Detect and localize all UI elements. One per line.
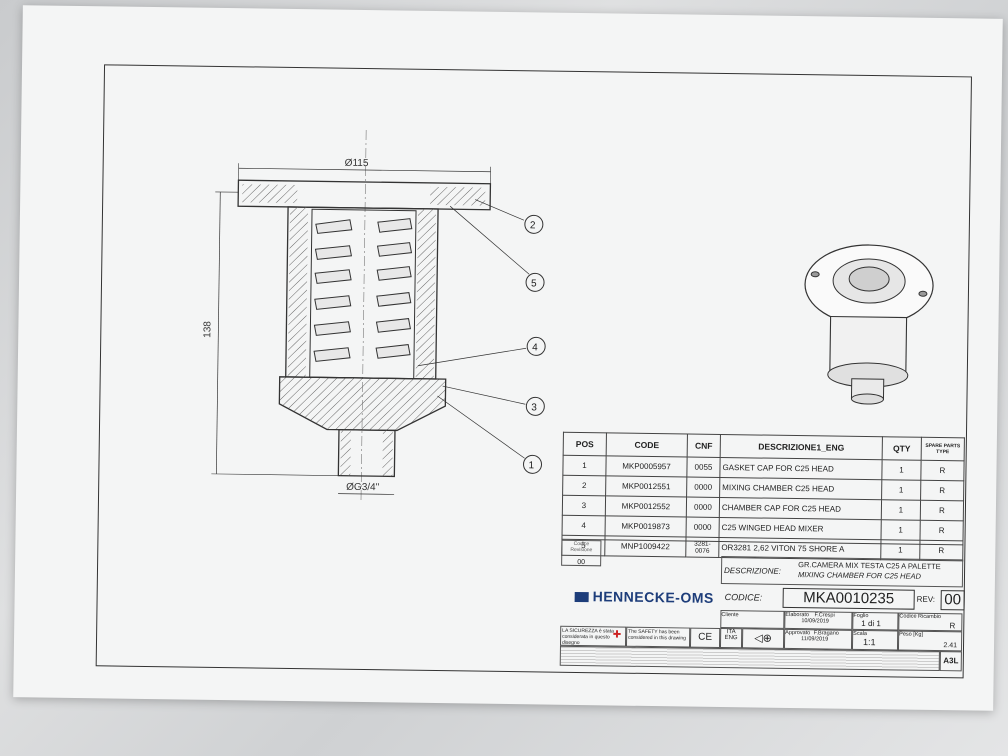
spare-code-value: R bbox=[949, 621, 956, 631]
spare-code-label: Codice Ricambio bbox=[899, 613, 942, 621]
row-code: MKP0019873 bbox=[605, 515, 687, 538]
header-code: CODE bbox=[606, 432, 688, 458]
dim-diameter-top: Ø115 bbox=[345, 158, 369, 169]
revision-cell: Codice Revisione 00 bbox=[561, 539, 602, 567]
header-pos: POS bbox=[563, 432, 607, 456]
elaborated-date: 10/09/2019 bbox=[801, 618, 829, 625]
row-code: MKP0012551 bbox=[605, 475, 687, 498]
weight-cell: Peso [Kg] 2.41 bbox=[897, 630, 963, 652]
row-qty: 1 bbox=[881, 479, 921, 501]
row-spare: R bbox=[920, 500, 964, 521]
row-pos: 1 bbox=[562, 455, 607, 476]
revision-label: Codice Revisione bbox=[570, 540, 593, 554]
drawing-code: MKA0010235 bbox=[782, 587, 915, 610]
description-en: MIXING CHAMBER FOR C25 HEAD bbox=[797, 570, 921, 581]
header-spare: SPARE PARTS TYPE bbox=[921, 437, 965, 461]
balloon-5: 5 bbox=[531, 278, 537, 289]
row-cnf: 0000 bbox=[686, 477, 720, 498]
first-aid-icon: ✚ bbox=[612, 629, 622, 641]
language-cell: ITA ENG bbox=[719, 627, 743, 649]
client-label: Cliente bbox=[721, 612, 739, 619]
row-cnf: 0000 bbox=[686, 517, 720, 538]
ce-mark-icon: CE bbox=[689, 627, 721, 648]
elaborated-cell: Elaborato F.Crespi 10/09/2019 bbox=[784, 610, 853, 630]
row-spare: R bbox=[920, 480, 964, 501]
sheet-cell: Foglio 1 di 1 bbox=[852, 611, 899, 631]
code-label: CODICE: bbox=[724, 592, 763, 603]
row-code: MKP0005957 bbox=[605, 455, 688, 478]
company-name: HENNECKE-OMS bbox=[592, 588, 714, 606]
rev-label: REV: bbox=[916, 594, 936, 604]
dim-height: 138 bbox=[202, 321, 213, 338]
row-desc: MIXING CHAMBER C25 HEAD bbox=[719, 477, 882, 500]
row-pos: 4 bbox=[562, 515, 606, 536]
row-spare: R bbox=[919, 520, 964, 541]
approved-cell: Approvato F.Bragano 11/09/2019 bbox=[783, 628, 853, 650]
balloon-2: 2 bbox=[530, 220, 536, 231]
row-cnf: 0000 bbox=[686, 497, 720, 518]
safety-it-cell: LA SICUREZZA è stata considerata in ques… bbox=[559, 625, 627, 647]
language-eng: ENG bbox=[724, 635, 738, 642]
sheet-value: 1 di 1 bbox=[861, 618, 881, 629]
row-cnf: 0055 bbox=[686, 457, 721, 478]
legal-notes bbox=[559, 645, 940, 672]
header-qty: QTY bbox=[882, 436, 922, 461]
safety-en-cell: The SAFETY has been considered in this d… bbox=[625, 626, 691, 648]
safety-en: The SAFETY has been considered in this d… bbox=[628, 628, 686, 642]
balloon-1: 1 bbox=[528, 460, 534, 471]
row-desc: CHAMBER CAP FOR C25 HEAD bbox=[719, 497, 882, 520]
row-qty: 1 bbox=[881, 459, 922, 481]
row-desc: C25 WINGED HEAD MIXER bbox=[719, 517, 882, 540]
description-cell: DESCRIZIONE: GR.CAMERA MIX TESTA C25 A P… bbox=[720, 555, 964, 588]
company-logo: HENNECKE-OMS bbox=[574, 588, 714, 606]
logo-icon bbox=[574, 592, 589, 603]
header-cnf: CNF bbox=[687, 434, 721, 458]
description-label: DESCRIZIONE: bbox=[723, 566, 782, 576]
technical-drawing: Ø115 138 ØG3/4" 2 5 4 3 1 bbox=[202, 129, 934, 500]
header-desc: DESCRIZIONE1_ENG bbox=[720, 434, 883, 460]
approved-date: 11/09/2019 bbox=[801, 636, 829, 643]
row-spare: R bbox=[920, 460, 965, 481]
spare-code-cell: Codice Ricambio R bbox=[898, 612, 963, 632]
drawing-sheet: Ø115 138 ØG3/4" 2 5 4 3 1 bbox=[13, 5, 1003, 711]
client-cell: Cliente bbox=[720, 609, 785, 629]
paper-format: A3L bbox=[939, 651, 962, 672]
dim-thread: ØG3/4" bbox=[346, 482, 380, 493]
revision-value: 00 bbox=[577, 558, 586, 567]
weight-label: Peso [Kg] bbox=[899, 631, 924, 638]
row-pos: 2 bbox=[562, 475, 606, 496]
safety-it: LA SICUREZZA è stata considerata in ques… bbox=[561, 627, 614, 647]
title-block: Codice Revisione 00 DESCRIZIONE: GR.CAME… bbox=[559, 538, 965, 678]
row-desc: GASKET CAP FOR C25 HEAD bbox=[719, 457, 883, 480]
row-qty: 1 bbox=[880, 519, 921, 541]
rev-value: 00 bbox=[940, 590, 965, 611]
scale-value: 1:1 bbox=[862, 636, 876, 648]
projection-symbol-icon: ◁⊕ bbox=[741, 628, 785, 649]
weight-value: 2.41 bbox=[943, 642, 958, 650]
scale-cell: Scala 1:1 bbox=[851, 629, 899, 651]
row-qty: 1 bbox=[881, 499, 921, 521]
isometric-view bbox=[804, 244, 934, 405]
row-code: MKP0012552 bbox=[605, 495, 687, 518]
row-pos: 3 bbox=[562, 495, 606, 516]
balloon-4: 4 bbox=[532, 342, 538, 353]
balloon-3: 3 bbox=[531, 402, 537, 413]
